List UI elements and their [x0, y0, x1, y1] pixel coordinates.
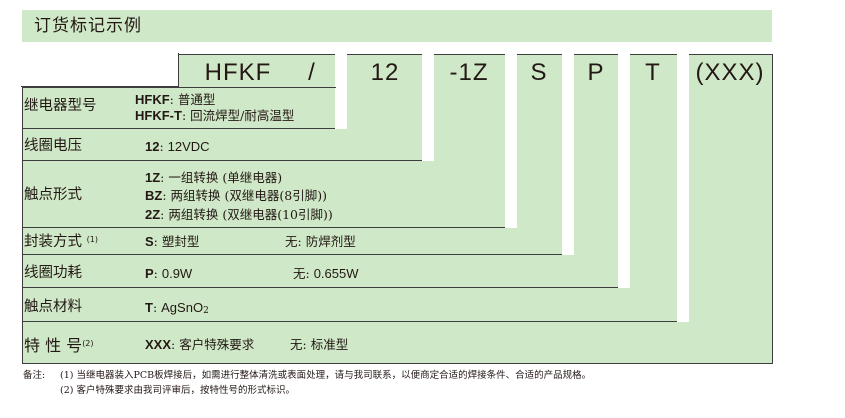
contact-form-line-2: BZ: 两组转换 (双继电器(8引脚)) [145, 188, 327, 203]
gap [562, 54, 574, 255]
row-label-coil-power: 线圈功耗 [24, 265, 82, 281]
relay-type-line-1: HFKF: 普通型 [135, 92, 216, 107]
package-desc: S: 塑封型 [145, 234, 200, 249]
contact-form-line-1: 1Z: 一组转换 (单继电器) [145, 170, 283, 185]
note-1: (1) 当继电器装入PCB板焊接后，如需进行整体清洗或表面处理，请与我司联系，以… [60, 370, 592, 381]
code-separator: / [308, 59, 316, 86]
code-coil-power: P [587, 59, 605, 86]
blank-corner [21, 53, 179, 87]
note-2: (2) 客户特殊要求由我司评审后，按特性号的形式标识。 [60, 385, 295, 396]
gap [335, 54, 347, 129]
code-contact-material: T [645, 59, 661, 86]
relay-type-line-2: HFKF-T: 回流焊型/耐高温型 [135, 108, 295, 123]
package-alt-desc: 无: 防焊剂型 [285, 234, 356, 249]
row-label-package: 封装方式 (1) [24, 234, 98, 250]
gap [422, 54, 434, 161]
gap [618, 54, 630, 288]
gap [505, 54, 517, 228]
special-code-desc: XXX: 客户特殊要求 [145, 337, 255, 352]
code-special: (XXX) [695, 59, 765, 86]
contact-form-line-3: 2Z: 两组转换 (双继电器(10引脚)) [145, 207, 333, 222]
notes-prefix: 备注: [23, 370, 46, 381]
code-coil-voltage: 12 [370, 59, 400, 86]
code-package: S [530, 59, 548, 86]
coil-voltage-desc: 12: 12VDC [145, 139, 210, 154]
gap [677, 54, 689, 322]
row-label-coil-voltage: 线圈电压 [24, 138, 82, 154]
row-label-contact-form: 触点形式 [24, 187, 82, 203]
coil-power-desc: P: 0.9W [145, 266, 193, 281]
special-code-alt-desc: 无: 标准型 [290, 337, 349, 352]
coil-power-alt-desc: 无: 0.655W [293, 266, 359, 281]
contact-material-desc: T: AgSnO2 [145, 300, 209, 316]
section-title: 订货标记示例 [22, 10, 772, 42]
row-label-contact-material: 触点材料 [24, 299, 82, 315]
row-label-relay-type: 继电器型号 [24, 98, 97, 114]
header-divider [22, 87, 336, 88]
code-contact-form: -1Z [449, 59, 489, 86]
row-label-special-code: 特 性 号(2) [24, 336, 94, 355]
code-hfkf: HFKF [204, 59, 272, 86]
